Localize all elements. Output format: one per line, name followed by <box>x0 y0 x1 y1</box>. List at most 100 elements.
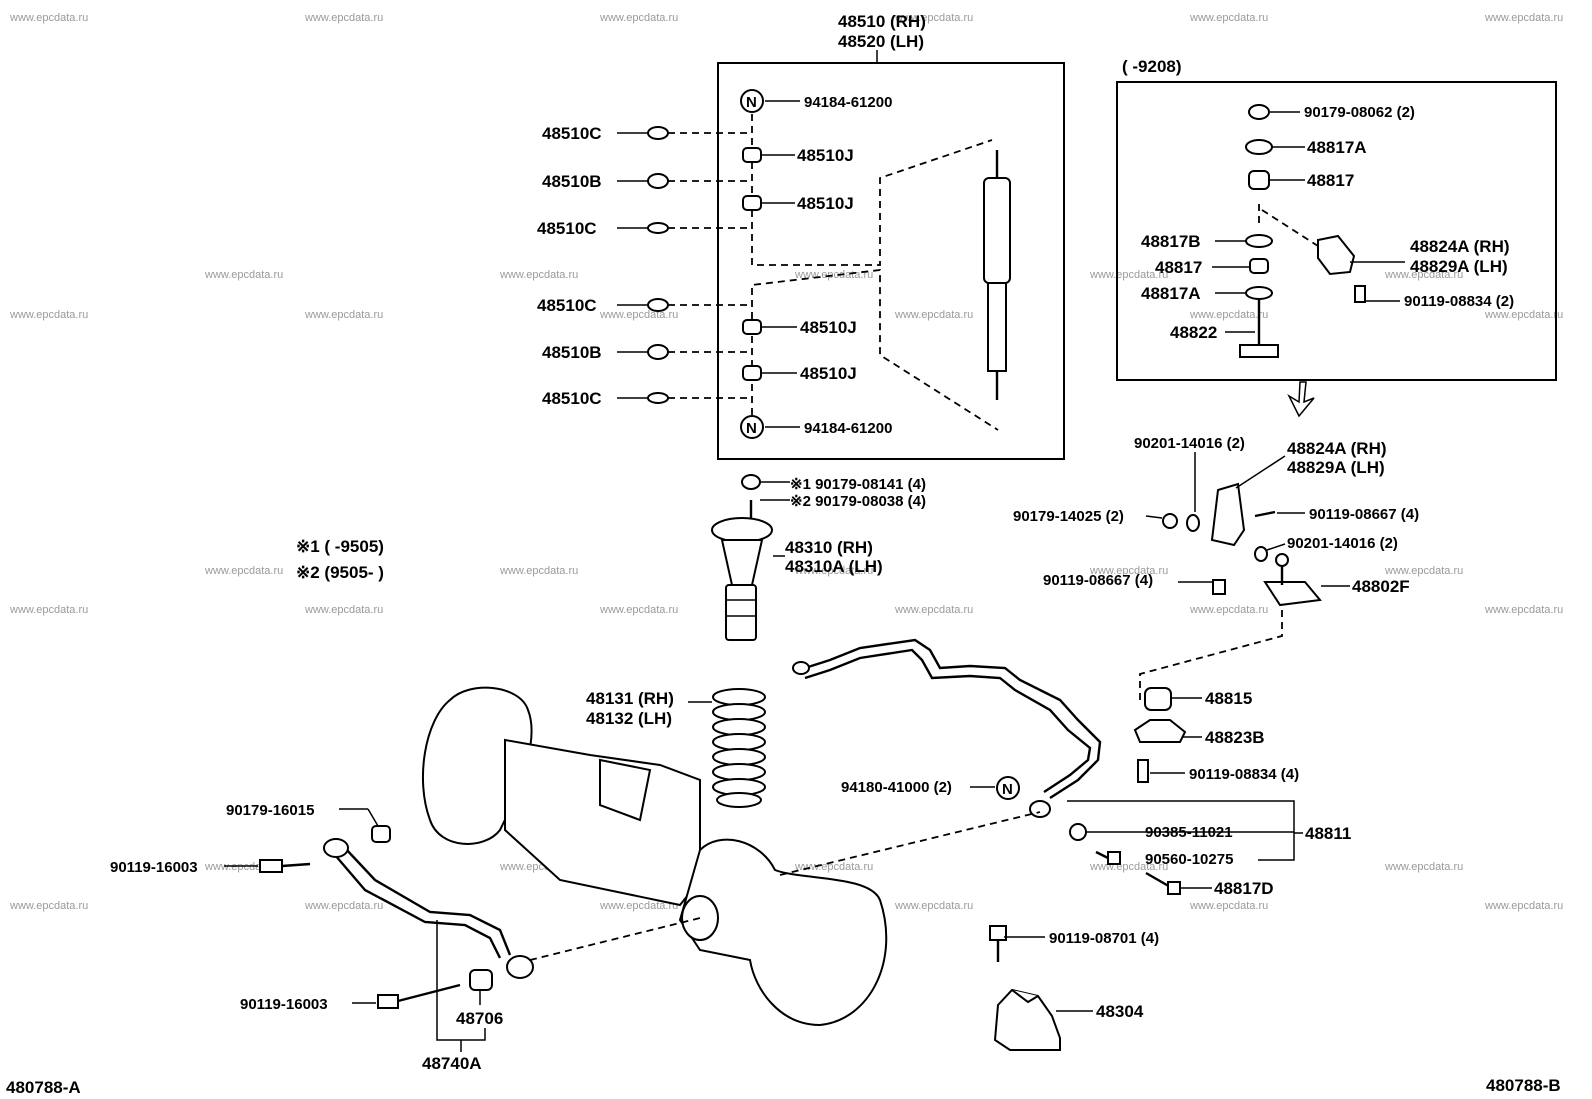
watermark: www.epcdata.ru <box>499 565 578 577</box>
label-link-assy[interactable]: 48811 <box>1305 824 1351 843</box>
label-arm-nut[interactable]: 90179-16015 <box>226 802 314 819</box>
label-washer-right[interactable]: 90201-14016 (2) <box>1287 535 1398 552</box>
label-bracket-rh[interactable]: 48824A (RH) <box>1410 237 1510 256</box>
label-shock-lh[interactable]: 48520 (LH) <box>838 32 924 51</box>
label-washer-c[interactable]: 48510C <box>537 296 597 315</box>
label-nut-new[interactable]: 94180-41000 (2) <box>841 779 952 796</box>
watermark: www.epcdata.ru <box>1484 12 1563 24</box>
label-washer-top[interactable]: 90201-14016 (2) <box>1134 435 1245 452</box>
watermark: www.epcdata.ru <box>599 604 678 616</box>
diagram-code-left: 480788-A <box>6 1078 81 1097</box>
label-retainer-a[interactable]: 48817A <box>1141 284 1201 303</box>
label-link-nut[interactable]: 90385-11021 <box>1145 824 1233 841</box>
label-bump-nut2[interactable]: ※2 90179-08038 (4) <box>790 493 926 510</box>
label-bump-lh[interactable]: 48310A (LH) <box>785 557 883 576</box>
label-spring-rh[interactable]: 48131 (RH) <box>586 689 674 708</box>
label-bushing-j[interactable]: 48510J <box>800 364 857 383</box>
watermark: www.epcdata.ru <box>1484 309 1563 321</box>
watermark: www.epcdata.ru <box>599 900 678 912</box>
label-bump-nut1[interactable]: ※1 90179-08141 (4) <box>790 476 926 493</box>
label-inset-nut[interactable]: 90179-08062 (2) <box>1304 104 1415 121</box>
bushing-icon <box>742 147 762 381</box>
new-symbol: N <box>746 420 757 437</box>
label-clamp-bolt[interactable]: 90119-08834 (4) <box>1189 766 1299 783</box>
label-arm-assy[interactable]: 48740A <box>422 1054 482 1073</box>
coil-spring-group: 48131 (RH) 48132 (LH) <box>586 688 766 808</box>
watermark: www.epcdata.ru <box>894 309 973 321</box>
coil-spring-icon <box>712 688 766 808</box>
label-retainer-b[interactable]: 48817B <box>1141 232 1201 251</box>
label-washer-c[interactable]: 48510C <box>542 389 602 408</box>
label-washer-c[interactable]: 48510C <box>537 219 597 238</box>
label-bumper-bolt[interactable]: 90119-08701 (4) <box>1049 930 1159 947</box>
watermark: www.epcdata.ru <box>1384 861 1463 873</box>
watermark: www.epcdata.ru <box>304 900 383 912</box>
note-1: ※1 ( -9505) <box>296 537 384 556</box>
label-bushing-j[interactable]: 48510J <box>797 194 854 213</box>
label-bushing-j[interactable]: 48510J <box>797 146 854 165</box>
diagram-code-right: 480788-B <box>1486 1076 1561 1095</box>
new-symbol: N <box>1002 781 1013 798</box>
inset-range: ( -9208) <box>1122 57 1182 76</box>
label-bracket-rh[interactable]: 48824A (RH) <box>1287 439 1387 458</box>
watermark: www.epcdata.ru <box>1384 565 1463 577</box>
watermark: www.epcdata.ru <box>304 604 383 616</box>
label-link[interactable]: 48822 <box>1170 323 1217 342</box>
label-shock-rh[interactable]: 48510 (RH) <box>838 12 926 31</box>
label-washer-c[interactable]: 48510C <box>542 124 602 143</box>
label-stab-bracket[interactable]: 48823B <box>1205 728 1265 747</box>
watermark: www.epcdata.ru <box>499 269 578 281</box>
label-bracket-lh[interactable]: 48829A (LH) <box>1287 458 1385 477</box>
label-arm-bushing[interactable]: 48706 <box>456 1009 503 1028</box>
axle-housing-icon <box>421 686 888 1027</box>
label-bolt-right[interactable]: 90119-08667 (4) <box>1309 506 1419 523</box>
lower-control-arm-icon <box>259 825 534 1009</box>
watermark: www.epcdata.ru <box>894 604 973 616</box>
label-bump-rh[interactable]: 48310 (RH) <box>785 538 873 557</box>
link-bracket-icon <box>1162 482 1322 607</box>
label-bushing-j[interactable]: 48510J <box>800 318 857 337</box>
shock-absorber-group: 48510 (RH) 48520 (LH) N 94184-61200 N 94… <box>537 12 1065 460</box>
new-part-icon <box>740 415 764 439</box>
watermark-layer: www.epcdata.ru www.epcdata.ru www.epcdat… <box>9 12 1563 912</box>
label-bumper[interactable]: 48304 <box>1096 1002 1144 1021</box>
watermark: www.epcdata.ru <box>599 309 678 321</box>
label-link-bolt[interactable]: 90560-10275 <box>1145 851 1233 868</box>
label-arm-bolt-rear[interactable]: 90119-16003 <box>240 996 328 1013</box>
stabilizer-parts-group: 90201-14016 (2) 48824A (RH) 48829A (LH) … <box>841 435 1419 1051</box>
label-bolt-small[interactable]: 90119-08667 (4) <box>1043 572 1153 589</box>
label-stab-bushing[interactable]: 48815 <box>1205 689 1252 708</box>
watermark: www.epcdata.ru <box>1189 604 1268 616</box>
label-nut-top[interactable]: 94184-61200 <box>804 94 892 111</box>
label-arm-bolt-front[interactable]: 90119-16003 <box>110 859 198 876</box>
label-cushion[interactable]: 48817 <box>1307 171 1354 190</box>
watermark: www.epcdata.ru <box>9 309 88 321</box>
watermark: www.epcdata.ru <box>1189 309 1268 321</box>
label-nut-bottom[interactable]: 94184-61200 <box>804 420 892 437</box>
watermark: www.epcdata.ru <box>9 12 88 24</box>
watermark: www.epcdata.ru <box>1189 12 1268 24</box>
watermark: www.epcdata.ru <box>204 269 283 281</box>
note-2: ※2 (9505- ) <box>296 563 384 582</box>
label-spring-lh[interactable]: 48132 (LH) <box>586 709 672 728</box>
bumper-icon <box>989 925 1061 1051</box>
watermark: www.epcdata.ru <box>9 604 88 616</box>
label-bolt-d[interactable]: 48817D <box>1214 879 1274 898</box>
label-bracket-lh[interactable]: 48829A (LH) <box>1410 257 1508 276</box>
lower-control-arm-group: 90179-16015 90119-16003 90119-16003 4870… <box>110 802 534 1073</box>
label-link-bracket[interactable]: 48802F <box>1352 577 1410 596</box>
watermark: www.epcdata.ru <box>599 12 678 24</box>
shock-absorber-icon <box>983 150 1011 400</box>
label-cushion[interactable]: 48817 <box>1155 258 1202 277</box>
shock-kit-frame <box>717 62 1065 460</box>
stabilizer-bar-icon <box>792 638 1102 818</box>
new-part-icon <box>740 89 764 113</box>
label-nut-left[interactable]: 90179-14025 (2) <box>1013 508 1124 525</box>
new-part-icon <box>996 776 1020 800</box>
label-washer-b[interactable]: 48510B <box>542 172 602 191</box>
inset-parts-icon <box>1239 104 1366 358</box>
label-washer-b[interactable]: 48510B <box>542 343 602 362</box>
label-cushion-a[interactable]: 48817A <box>1307 138 1367 157</box>
label-inset-bolt[interactable]: 90119-08834 (2) <box>1404 293 1514 310</box>
